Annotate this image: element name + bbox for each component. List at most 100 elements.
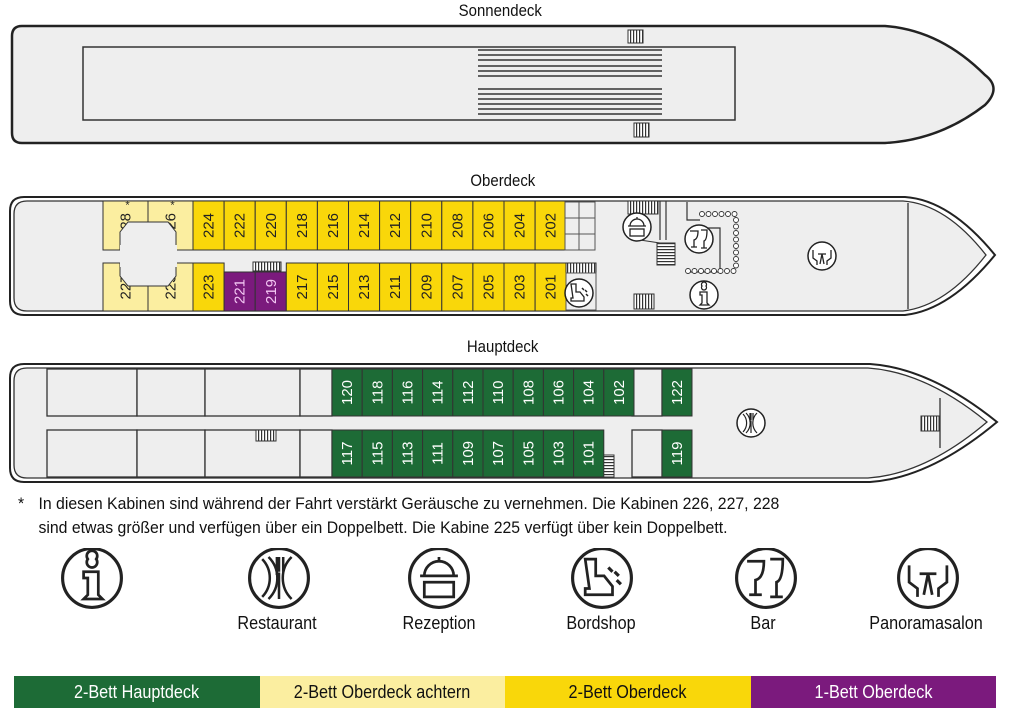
- cabin-fill: [573, 368, 605, 417]
- cabin-number: 116: [400, 381, 417, 405]
- cabin-205[interactable]: 205: [472, 262, 505, 312]
- sonnendeck-title: Sonnendeck: [458, 1, 542, 20]
- cabin-number: 111: [430, 442, 447, 465]
- cabin-fill: [379, 262, 412, 312]
- cabin-fill: [422, 429, 454, 478]
- cabin-208[interactable]: 208: [441, 200, 474, 251]
- cabin-203[interactable]: 203: [503, 262, 536, 312]
- panoramasalon-label: Panoramasalon: [869, 613, 983, 633]
- stairs: [627, 29, 644, 44]
- cabin-119[interactable]: 119: [661, 429, 693, 478]
- cabin-number: 209: [418, 274, 435, 299]
- oberdeck-title: Oberdeck: [470, 171, 536, 190]
- legend-einzel: 1-Bett Oberdeck: [750, 676, 996, 708]
- stairs: [255, 429, 277, 442]
- cabin-117[interactable]: 117: [331, 429, 363, 478]
- cabin-115[interactable]: 115: [361, 429, 393, 478]
- cabin-216[interactable]: 216: [316, 200, 349, 251]
- cabin-104[interactable]: 104: [573, 368, 605, 417]
- restaurant-label: Restaurant: [237, 613, 317, 633]
- cabin-fill: [361, 368, 393, 417]
- bordshop-map-icon: [564, 278, 594, 308]
- aft-lobby-corridor: [120, 245, 177, 267]
- cabin-209[interactable]: 209: [410, 262, 443, 312]
- cabin-number: 221: [232, 279, 249, 304]
- cabin-number: 223: [201, 274, 218, 299]
- cabin-number: 104: [581, 380, 598, 405]
- bordshop-label: Bordshop: [566, 613, 636, 633]
- cabin-fill: [534, 200, 567, 251]
- cabin-number: 102: [611, 380, 628, 405]
- cabin-220[interactable]: 220: [254, 200, 287, 251]
- cabin-213[interactable]: 213: [348, 262, 381, 312]
- cabin-103[interactable]: 103: [542, 429, 575, 478]
- reception-bell-icon: [408, 548, 470, 609]
- cabin-206[interactable]: 206: [472, 200, 505, 251]
- cabin-204[interactable]: 204: [503, 200, 536, 251]
- cabin-number: 101: [581, 441, 598, 466]
- cabin-116[interactable]: 116: [391, 368, 424, 417]
- cabin-211[interactable]: 211: [379, 262, 412, 312]
- cabin-fill: [482, 429, 514, 478]
- cabin-fill: [534, 262, 567, 312]
- cabin-215[interactable]: 215: [316, 262, 349, 312]
- cabin-number: 110: [490, 381, 507, 405]
- cabin-210[interactable]: 210: [410, 200, 443, 251]
- oberdeck-plan: 228*226*22422222021821621421221020820620…: [9, 196, 997, 316]
- rezeption-map-icon: [622, 212, 652, 242]
- cabin-221[interactable]: 221: [223, 271, 256, 312]
- cabin-107[interactable]: 107: [482, 429, 514, 478]
- cabin-number: 105: [520, 441, 537, 466]
- cabin-101[interactable]: 101: [573, 429, 605, 478]
- cabin-114[interactable]: 114: [422, 368, 454, 417]
- cabin-108[interactable]: 108: [512, 368, 544, 417]
- crew-rooms: [46, 368, 663, 478]
- cabin-219[interactable]: 219: [254, 271, 287, 312]
- cabin-201[interactable]: 201: [534, 262, 567, 312]
- info-map-icon: [689, 280, 719, 310]
- cabin-105[interactable]: 105: [512, 429, 544, 478]
- cabin-102[interactable]: 102: [603, 368, 635, 417]
- cabin-number: 103: [551, 441, 568, 466]
- cabin-fill: [472, 262, 505, 312]
- cabin-224[interactable]: 224: [192, 200, 225, 251]
- cabin-120[interactable]: 120: [331, 368, 363, 417]
- cabin-106[interactable]: 106: [542, 368, 575, 417]
- cabin-fill: [285, 262, 318, 312]
- cabin-223[interactable]: 223: [192, 262, 225, 312]
- cabin-217[interactable]: 217: [285, 262, 318, 312]
- cabin-number: 114: [430, 381, 447, 405]
- cabin-202[interactable]: 202: [534, 200, 567, 251]
- cabin-111[interactable]: 111: [422, 429, 454, 478]
- cabin-fill: [472, 200, 505, 251]
- cabin-number: 212: [387, 213, 404, 238]
- cabin-fill: [512, 368, 544, 417]
- note-marker: *: [18, 494, 25, 513]
- cabin-109[interactable]: 109: [452, 429, 484, 478]
- cabin-218[interactable]: 218: [285, 200, 318, 251]
- cabin-212[interactable]: 212: [379, 200, 412, 251]
- stairs: [565, 262, 597, 274]
- bar-counter: [686, 202, 721, 273]
- service-rooms: [564, 201, 596, 251]
- cabin-118[interactable]: 118: [361, 368, 393, 417]
- cabin-number: 214: [356, 213, 373, 238]
- cabin-fill: [223, 271, 256, 312]
- deck-plan: 228*226*22422222021821621421221020820620…: [9, 24, 999, 483]
- cabin-207[interactable]: 207: [441, 262, 474, 312]
- stairs: [920, 415, 940, 432]
- legend-label: 1-Bett Oberdeck: [814, 681, 933, 702]
- cabin-number: 109: [460, 441, 477, 466]
- cabin-222[interactable]: 222: [223, 200, 256, 251]
- stairs: [633, 293, 655, 310]
- cabin-number: 213: [356, 274, 373, 299]
- cabin-number: 207: [449, 274, 466, 299]
- cabin-110[interactable]: 110: [482, 368, 514, 417]
- cabin-number: 113: [400, 442, 417, 466]
- cabin-112[interactable]: 112: [452, 368, 484, 417]
- cabin-122[interactable]: 122: [661, 368, 693, 417]
- cabin-113[interactable]: 113: [391, 429, 424, 478]
- cabin-marker: *: [125, 200, 130, 212]
- cabin-214[interactable]: 214: [348, 200, 381, 251]
- cabin-number: 208: [449, 213, 466, 238]
